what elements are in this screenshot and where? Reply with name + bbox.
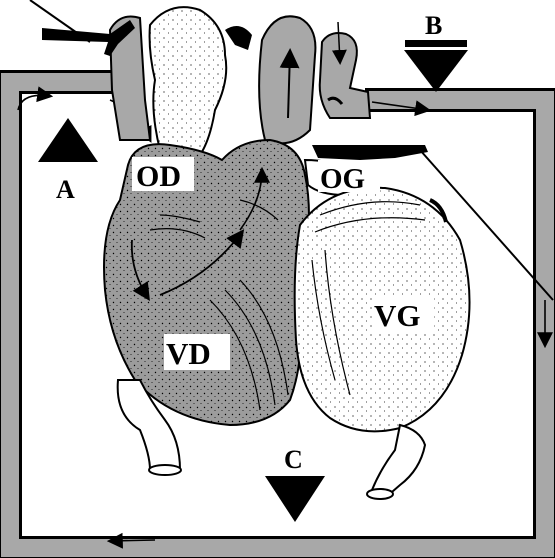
svg-text:OD: OD — [136, 160, 181, 193]
pulmonary-artery — [259, 16, 315, 143]
marker-a: A — [38, 118, 98, 204]
svg-text:VG: VG — [374, 298, 421, 333]
pulmonary-veins — [320, 22, 370, 118]
marker-c-triangle — [265, 476, 325, 522]
marker-b-label: B — [425, 11, 442, 40]
vessel-stump-right — [367, 425, 425, 499]
clamp-b — [405, 40, 467, 47]
marker-c: C — [265, 445, 325, 522]
svg-text:OG: OG — [320, 163, 365, 195]
label-od: OD — [132, 157, 194, 193]
marker-a-label: A — [56, 175, 75, 204]
marker-c-label: C — [284, 445, 303, 474]
label-og: OG — [318, 160, 380, 195]
clamp-og — [312, 145, 428, 160]
marker-b-triangle — [404, 50, 468, 92]
label-vg: VG — [372, 295, 434, 333]
label-vd: VD — [164, 334, 230, 371]
marker-a-triangle — [38, 118, 98, 162]
flow-arrow-entry — [18, 95, 50, 110]
flow-arrow-bottom — [110, 540, 155, 541]
aorta — [150, 7, 252, 155]
marker-b: B — [404, 11, 468, 92]
svg-text:VD: VD — [166, 336, 211, 371]
